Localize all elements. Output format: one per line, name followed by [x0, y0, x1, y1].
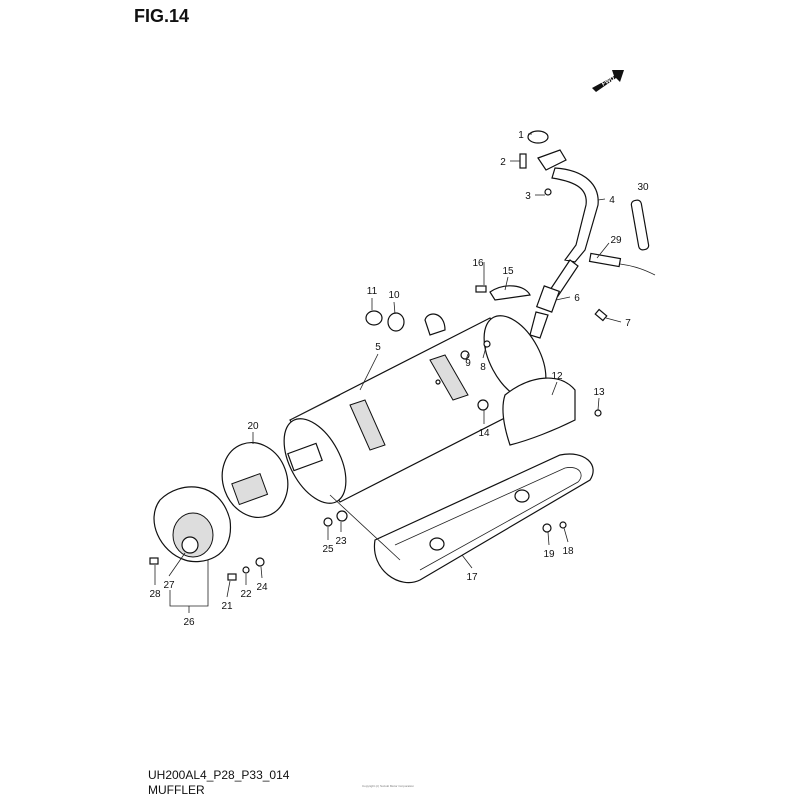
exhaust-pipe: [519, 130, 599, 339]
muffler-body: [283, 315, 547, 504]
callout-17: 17: [466, 572, 478, 583]
mounting-hardware: [365, 285, 608, 348]
copyright-text: Copyright (c) Suzuki Motor Corporation: [362, 784, 415, 788]
callout-1: 1: [518, 130, 524, 141]
heat-shield-rear: [502, 377, 602, 446]
oxygen-sensor: [588, 199, 656, 276]
callout-26: 26: [183, 617, 195, 628]
callout-9: 9: [465, 358, 471, 369]
callout-18: 18: [562, 546, 574, 557]
callout-15: 15: [502, 266, 514, 277]
callout-3: 3: [525, 191, 531, 202]
end-plate: [221, 442, 348, 527]
diagram-name: MUFFLER: [148, 783, 205, 797]
end-cap: [149, 486, 265, 581]
callout-19: 19: [543, 549, 555, 560]
heat-shield-lower: [373, 453, 594, 584]
fwd-arrow-icon: FWD: [592, 70, 624, 92]
diagram-code: UH200AL4_P28_P33_014: [148, 768, 290, 782]
callout-21: 21: [221, 601, 233, 612]
callout-4: 4: [609, 195, 615, 206]
callout-20: 20: [247, 421, 259, 432]
callout-14: 14: [478, 428, 490, 439]
callout-24: 24: [256, 582, 268, 593]
callout-13: 13: [593, 387, 605, 398]
callout-8: 8: [480, 362, 486, 373]
callout-22: 22: [240, 589, 252, 600]
callout-29: 29: [610, 235, 622, 246]
callout-11: 11: [367, 286, 378, 297]
callout-10: 10: [388, 290, 400, 301]
callout-23: 23: [335, 536, 347, 547]
callout-7: 7: [625, 318, 631, 329]
callout-5: 5: [375, 342, 381, 353]
callout-6: 6: [574, 293, 580, 304]
callout-27: 27: [163, 580, 175, 591]
callout-25: 25: [322, 544, 334, 555]
callout-12: 12: [551, 371, 563, 382]
callout-30: 30: [637, 182, 649, 193]
callout-28: 28: [149, 589, 161, 600]
figure-title: FIG.14: [134, 6, 190, 26]
leader-lines: [154, 133, 622, 613]
callout-2: 2: [500, 157, 506, 168]
callout-labels: 1 2 3 4 30 29 16 15 6 7 11 10 5 9 8 12 1…: [149, 130, 649, 628]
callout-16: 16: [472, 258, 484, 269]
